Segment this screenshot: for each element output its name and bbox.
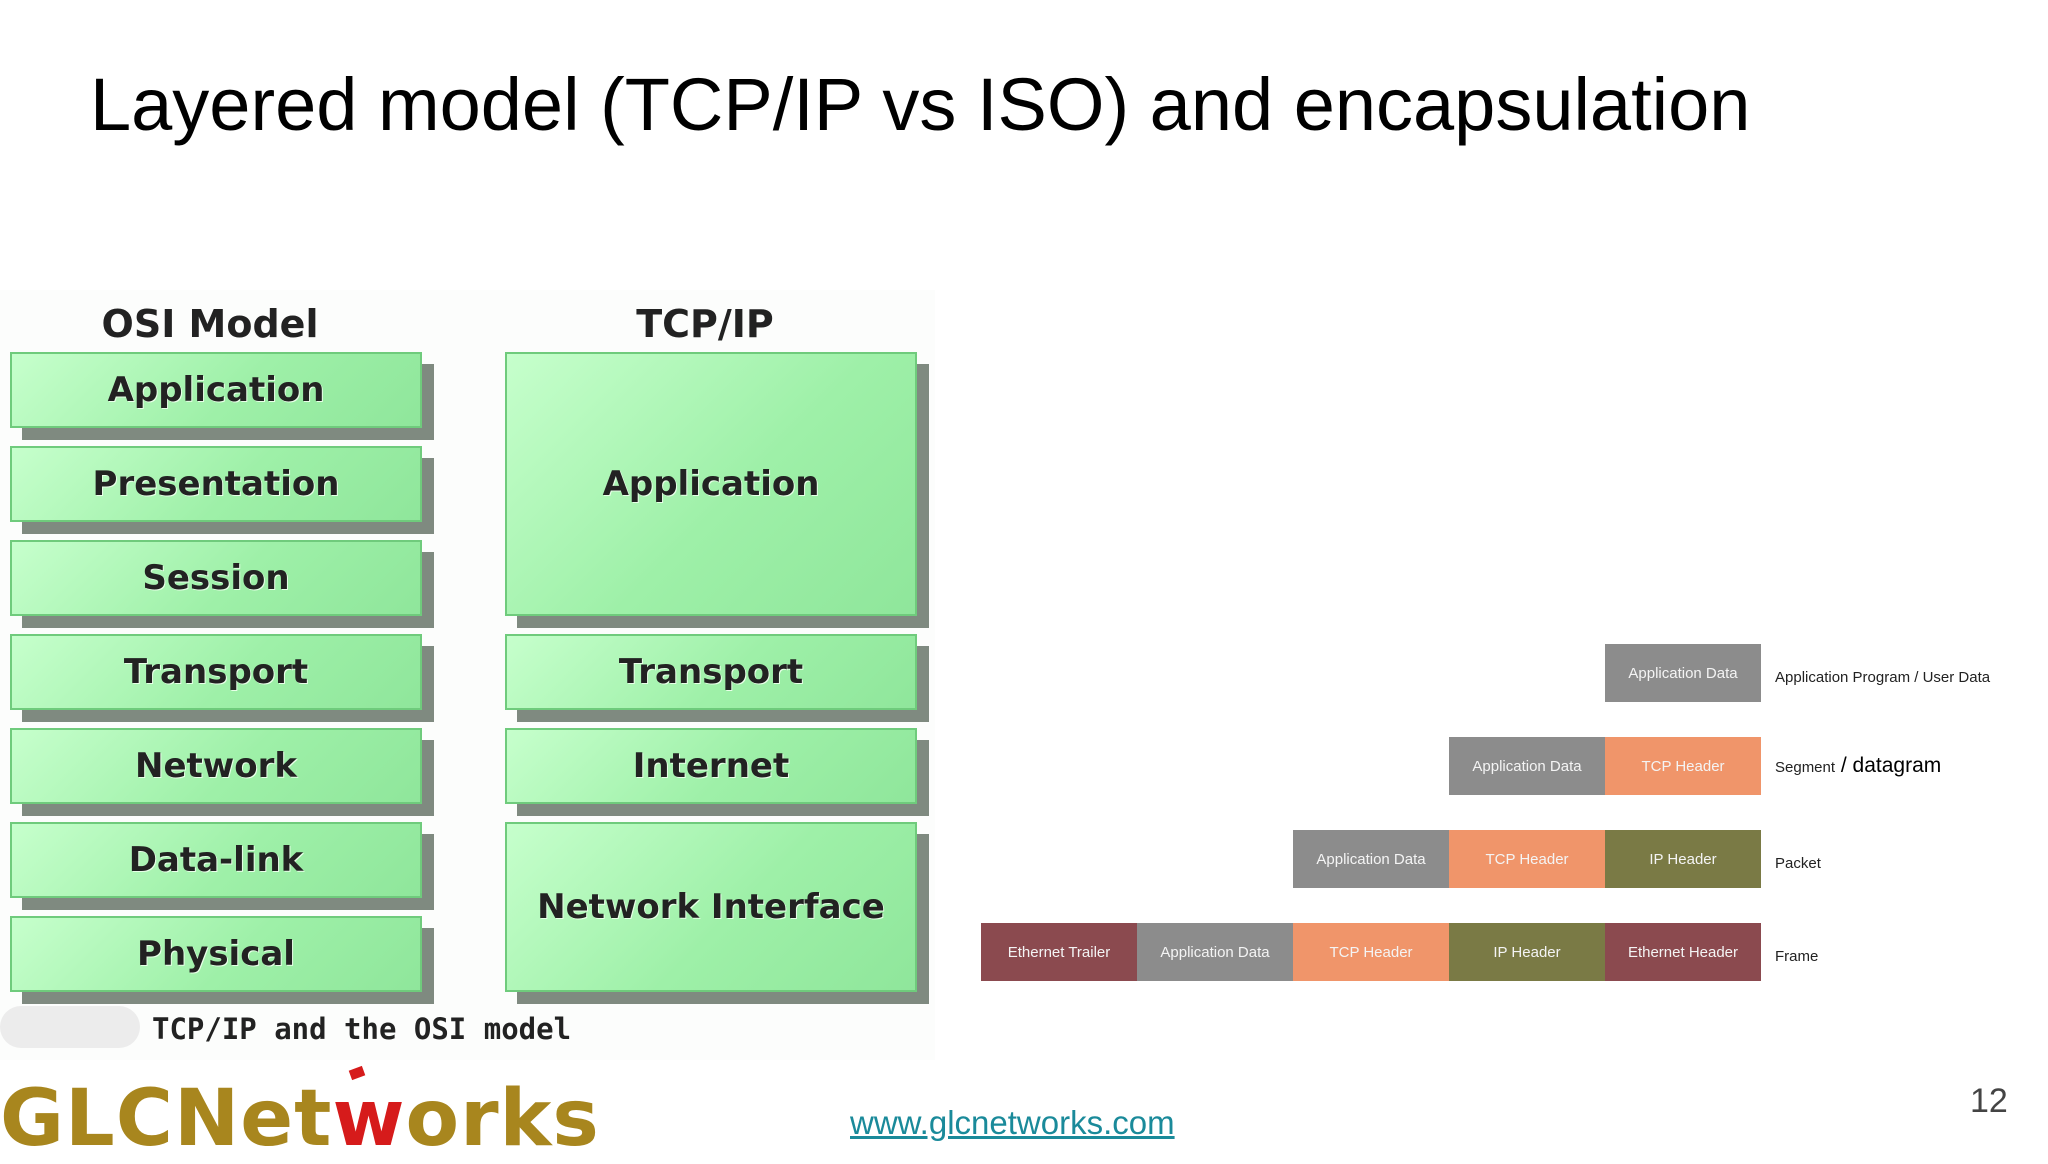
row3-label: Packet bbox=[1775, 855, 1821, 872]
row3-ip-header: IP Header bbox=[1605, 830, 1761, 888]
tcpip-layer-internet: Internet bbox=[505, 728, 917, 804]
row2-tcp-header: TCP Header bbox=[1605, 737, 1761, 795]
tcpip-heading: TCP/IP bbox=[636, 302, 774, 346]
row4-ethernet-trailer: Ethernet Trailer bbox=[981, 923, 1137, 981]
osi-layer-presentation: Presentation bbox=[10, 446, 422, 522]
row1-application-data: Application Data bbox=[1605, 644, 1761, 702]
row2-label: Segment / datagram bbox=[1775, 754, 1942, 777]
osi-caption: TCP/IP and the OSI model bbox=[152, 1012, 572, 1046]
slide-title: Layered model (TCP/IP vs ISO) and encaps… bbox=[90, 63, 1751, 146]
osi-layer-network: Network bbox=[10, 728, 422, 804]
row3-application-data: Application Data bbox=[1293, 830, 1449, 888]
tcpip-layer-transport: Transport bbox=[505, 634, 917, 710]
osi-tcpip-diagram: OSI Model TCP/IP Application Presentatio… bbox=[0, 290, 935, 1060]
page-number: 12 bbox=[1970, 1082, 2008, 1120]
glcnetworks-logo: GLCNetworks bbox=[0, 1074, 600, 1164]
row4-ip-header: IP Header bbox=[1449, 923, 1605, 981]
osi-layer-application: Application bbox=[10, 352, 422, 428]
website-link[interactable]: www.glcnetworks.com bbox=[850, 1104, 1175, 1141]
row3-tcp-header: TCP Header bbox=[1449, 830, 1605, 888]
row4-tcp-header: TCP Header bbox=[1293, 923, 1449, 981]
tcpip-layer-application: Application bbox=[505, 352, 917, 616]
osi-layer-session: Session bbox=[10, 540, 422, 616]
caption-smudge bbox=[0, 1006, 140, 1048]
row4-label: Frame bbox=[1775, 948, 1819, 965]
row1-label: Application Program / User Data bbox=[1775, 669, 1991, 686]
osi-heading: OSI Model bbox=[101, 302, 319, 346]
osi-layer-transport: Transport bbox=[10, 634, 422, 710]
osi-layer-physical: Physical bbox=[10, 916, 422, 992]
osi-layer-data-link: Data-link bbox=[10, 822, 422, 898]
row2-application-data: Application Data bbox=[1449, 737, 1605, 795]
tcpip-layer-network-interface: Network Interface bbox=[505, 822, 917, 992]
encapsulation-diagram: Application Data Application Program / U… bbox=[955, 620, 2015, 1000]
row4-application-data: Application Data bbox=[1137, 923, 1293, 981]
row4-ethernet-header: Ethernet Header bbox=[1605, 923, 1761, 981]
